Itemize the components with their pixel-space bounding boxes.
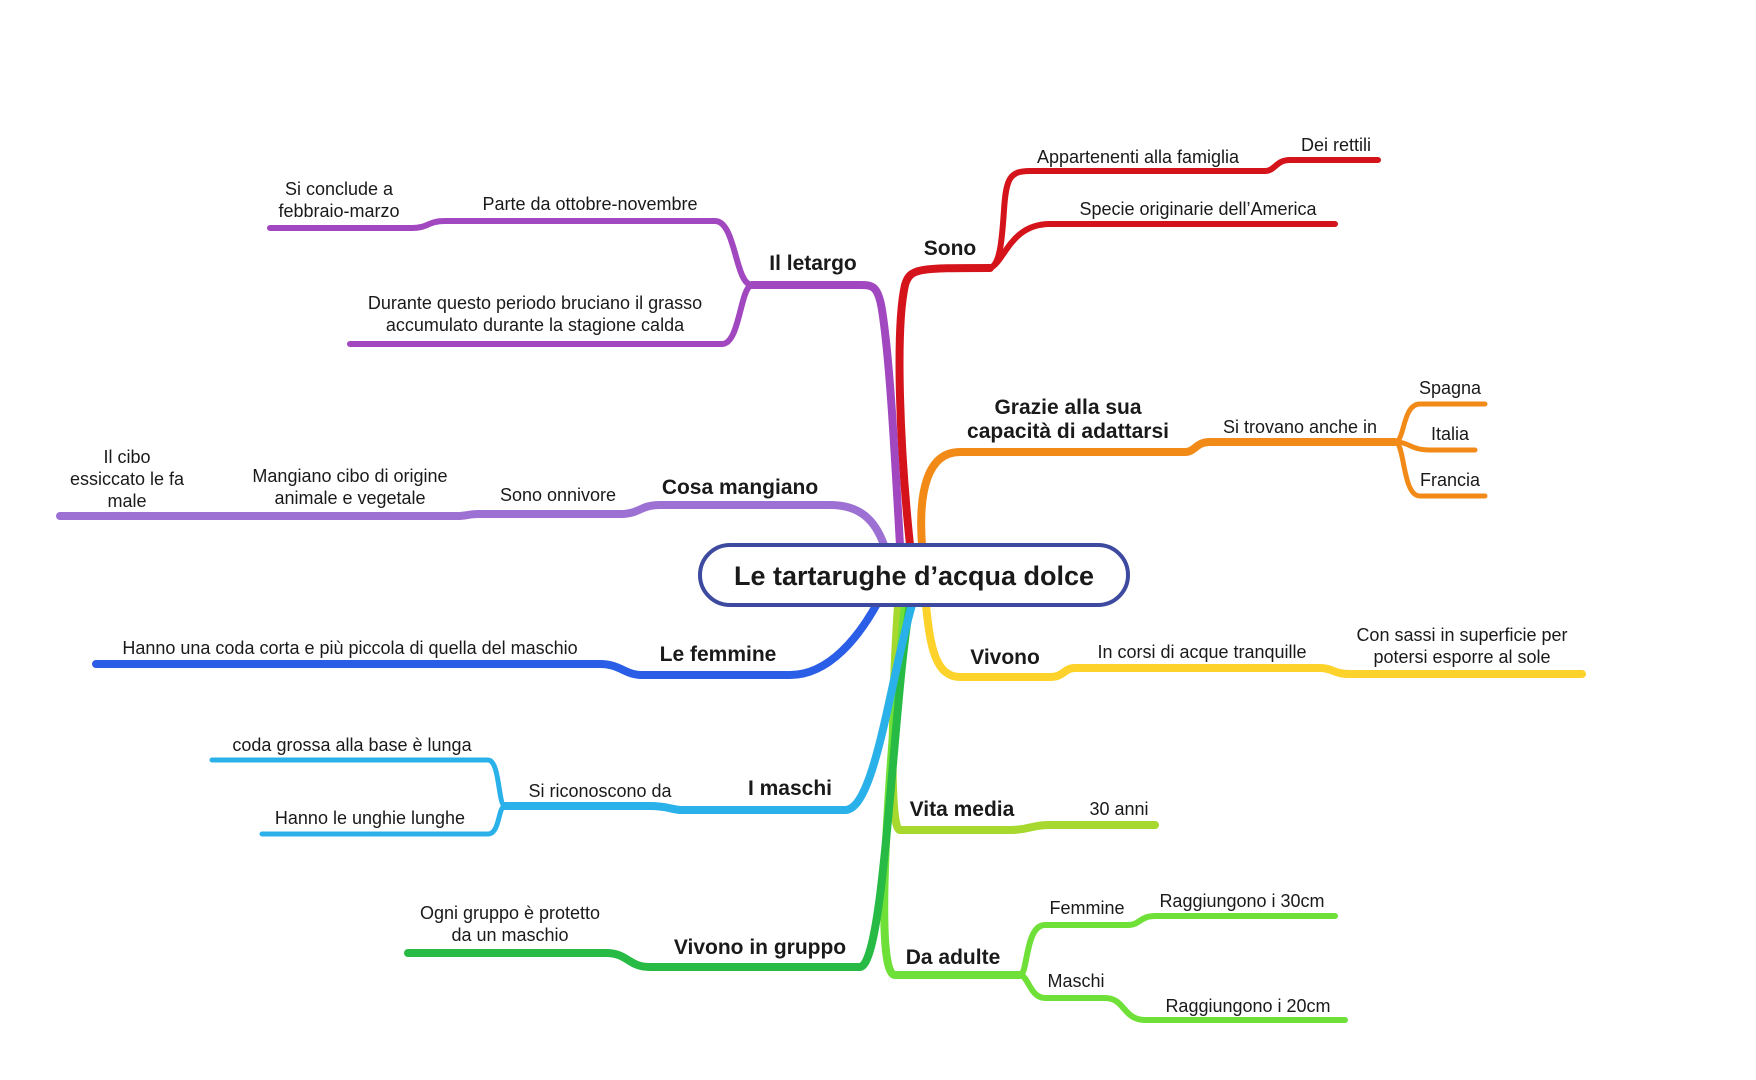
connector-vivono-main: [922, 601, 1586, 681]
label-specie-america: Specie originarie dell’America: [1079, 199, 1317, 219]
branch-maschi: [209, 601, 916, 837]
connector-adattarsi-francia: [1392, 439, 1488, 499]
connector-maschi-unghie: [259, 803, 508, 837]
label-essiccato: essiccato le fa: [70, 469, 185, 489]
label-da-adulte: Da adulte: [906, 946, 1001, 969]
label-stagione-calda: accumulato durante la stagione calda: [386, 315, 685, 335]
label-coda-grossa: coda grossa alla base è lunga: [232, 735, 472, 755]
connector-vivono-gruppo-main: [404, 601, 914, 971]
connector-letargo-main: [748, 281, 904, 549]
label-coda-corta: Hanno una coda corta e più piccola di qu…: [122, 638, 577, 658]
label-vivono-in-gruppo: Vivono in gruppo: [674, 936, 846, 959]
branch-vivono: [922, 601, 1586, 681]
center-node-box: [698, 543, 1130, 607]
label-maschi-adulti: Maschi: [1047, 971, 1104, 991]
label-sono: Sono: [924, 237, 977, 260]
label-male: male: [107, 491, 146, 511]
label-corsi-acque-tranquille: In corsi di acque tranquille: [1097, 642, 1306, 662]
label-francia: Francia: [1420, 470, 1481, 490]
label-si-riconoscono-da: Si riconoscono da: [528, 781, 672, 801]
connector-sono-america: [987, 221, 1338, 271]
connector-da-adulte-femmine: [1017, 913, 1338, 978]
label-ogni-gruppo-protetto: Ogni gruppo è protetto: [420, 903, 600, 923]
branch-sono: [895, 157, 1381, 549]
connector-cosa-mangiano-main: [56, 501, 888, 549]
label-il-cibo: Il cibo: [103, 447, 150, 467]
branch-adattarsi: [917, 401, 1488, 549]
label-capacita-adattarsi: capacità di adattarsi: [967, 420, 1169, 443]
label-appartenenti-famiglia: Appartenenti alla famiglia: [1037, 147, 1240, 167]
label-femmine: Femmine: [1049, 898, 1124, 918]
label-dei-rettili: Dei rettili: [1301, 135, 1371, 155]
connector-sono-famiglia: [987, 157, 1381, 271]
label-parte-ottobre: Parte da ottobre-novembre: [482, 194, 697, 214]
connector-maschi-coda: [209, 757, 508, 809]
label-sassi-superficie: Con sassi in superficie per: [1356, 625, 1567, 645]
label-si-conclude: Si conclude a: [285, 179, 394, 199]
label-cosa-mangiano: Cosa mangiano: [662, 476, 818, 499]
label-vivono: Vivono: [970, 646, 1040, 669]
label-italia: Italia: [1431, 424, 1470, 444]
label-grazie-alla-sua: Grazie alla sua: [994, 396, 1141, 419]
connector-femmine-main: [92, 598, 882, 679]
label-il-letargo: Il letargo: [769, 252, 857, 275]
label-raggiungono-30cm: Raggiungono i 30cm: [1159, 891, 1324, 911]
connector-adattarsi-main: [917, 438, 1399, 549]
label-esporre-al-sole: potersi esporre al sole: [1373, 647, 1550, 667]
label-i-maschi: I maschi: [748, 777, 832, 800]
label-le-femmine: Le femmine: [660, 643, 777, 666]
label-raggiungono-20cm: Raggiungono i 20cm: [1165, 996, 1330, 1016]
connector-letargo-grasso: [347, 282, 755, 347]
label-febbraio-marzo: febbraio-marzo: [278, 201, 399, 221]
label-spagna: Spagna: [1419, 378, 1482, 398]
connector-sono-main: [895, 264, 994, 549]
center-title: Le tartarughe d’acqua dolce: [734, 561, 1094, 591]
label-bruciano-grasso: Durante questo periodo bruciano il grass…: [368, 293, 702, 313]
branch-cosa-mangiano: [56, 501, 888, 549]
label-30-anni: 30 anni: [1089, 799, 1148, 819]
label-si-trovano-anche-in: Si trovano anche in: [1223, 417, 1377, 437]
center-node: Le tartarughe d’acqua dolce: [698, 543, 1130, 607]
label-animale-vegetale: animale e vegetale: [274, 488, 425, 508]
label-unghie-lunghe: Hanno le unghie lunghe: [275, 808, 465, 828]
connector-da-adulte-maschi: [1017, 972, 1348, 1023]
connector-letargo-parte: [267, 218, 755, 288]
branch-vivono-gruppo: [404, 601, 914, 971]
label-cibo-origine: Mangiano cibo di origine: [252, 466, 447, 486]
label-vita-media: Vita media: [910, 798, 1015, 821]
label-sono-onnivore: Sono onnivore: [500, 485, 616, 505]
branch-letargo: [267, 218, 904, 549]
branch-femmine: [92, 598, 882, 679]
label-da-un-maschio: da un maschio: [451, 925, 568, 945]
connector-maschi-main: [501, 601, 916, 814]
